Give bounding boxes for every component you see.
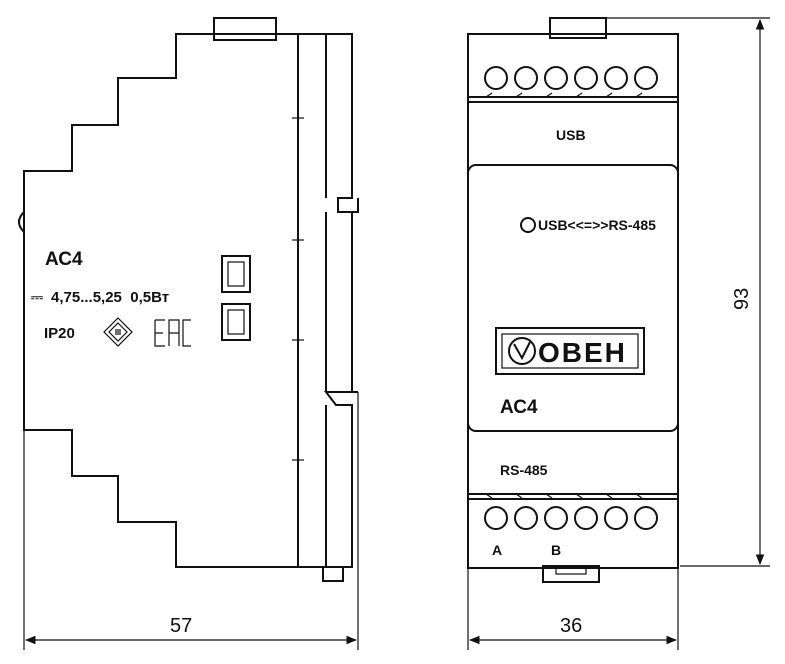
front-model-label: АС4 <box>500 397 538 418</box>
front-body-outline <box>467 33 679 569</box>
side-power-spec: 4,75...5,25 0,5Вт <box>51 289 169 306</box>
terminal-a-label: A <box>492 542 502 558</box>
side-protection-label: IP20 <box>44 325 75 342</box>
terminal-b-label: B <box>551 542 561 558</box>
side-width-value: 57 <box>170 615 192 637</box>
side-model-label: АС4 <box>45 249 83 270</box>
side-left-nub <box>18 211 25 233</box>
front-usb-label: USB <box>556 127 586 143</box>
front-top-tab <box>549 17 607 39</box>
side-top-tab <box>213 17 277 41</box>
front-height-value: 93 <box>731 288 753 310</box>
side-din-rail <box>300 33 359 582</box>
mode-led-icon <box>520 217 536 233</box>
double-insulation-icon <box>103 317 133 347</box>
side-width-dimension: 57 <box>23 392 359 650</box>
side-power-symbol: ⎓ <box>31 289 43 306</box>
front-width-value: 36 <box>560 615 582 637</box>
oven-logo-text: ОВЕН <box>538 337 627 368</box>
side-body-outline <box>23 33 300 568</box>
front-width-dimension: 36 <box>467 568 679 650</box>
front-height-dimension: 93 <box>606 17 770 567</box>
front-top-terminals <box>468 66 678 103</box>
eac-mark-icon <box>154 319 191 347</box>
front-center-panel <box>467 164 679 432</box>
front-view: USB USB<<=>>RS-485 ОВЕН АС4 RS-485 <box>467 17 770 650</box>
front-rs485-label: RS-485 <box>500 462 548 478</box>
front-bottom-terminals <box>468 493 678 530</box>
side-view: АС4 ⎓ 4,75...5,25 0,5Вт IP20 57 <box>18 17 359 650</box>
front-mode-label: USB<<=>>RS-485 <box>538 217 656 233</box>
oven-logo: ОВЕН <box>495 327 645 375</box>
side-connectors <box>221 255 251 341</box>
